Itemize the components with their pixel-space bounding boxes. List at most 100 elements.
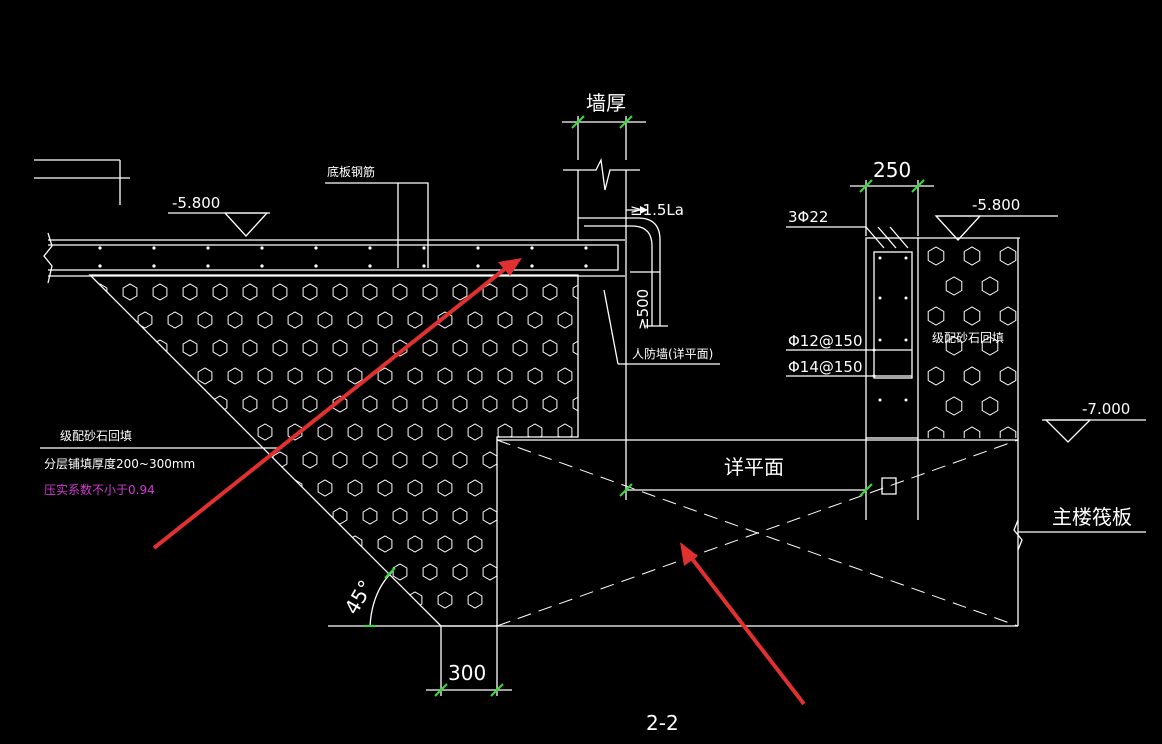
gravel-hex xyxy=(512,395,528,413)
gravel-hex xyxy=(377,479,393,497)
slab-rebar-dot xyxy=(260,264,264,268)
gravel-hex xyxy=(332,395,348,413)
slab-rebar-dot xyxy=(260,246,264,250)
gravel-hex xyxy=(257,423,273,441)
gravel-hex xyxy=(407,479,423,497)
gravel-hex xyxy=(542,563,558,581)
gravel-hex xyxy=(272,395,288,413)
gravel-hex xyxy=(452,339,468,357)
gravel-hex xyxy=(197,311,213,329)
elevation-marker-right-low xyxy=(1042,419,1146,443)
gravel-hex xyxy=(572,395,578,413)
gravel-hex xyxy=(242,395,258,413)
gravel-hex xyxy=(999,366,1017,386)
gravel-hex xyxy=(963,306,981,326)
gravel-hex xyxy=(332,283,348,301)
gravel-hex xyxy=(392,507,408,525)
gravel-hex xyxy=(512,339,528,357)
gravel-hex xyxy=(302,339,318,357)
gravel-hex xyxy=(167,591,183,609)
gravel-hex xyxy=(512,451,528,469)
gravel-hex xyxy=(467,423,483,441)
slab-rebar-dot xyxy=(98,246,102,250)
gravel-hex xyxy=(422,283,438,301)
gravel-hex xyxy=(347,479,363,497)
elevation-marker-left xyxy=(168,212,270,237)
gravel-hex xyxy=(92,283,108,301)
gravel-hex xyxy=(302,395,318,413)
gravel-hex xyxy=(377,423,393,441)
civil-defense-wall-leader xyxy=(603,289,720,365)
slab-rebar-dot xyxy=(368,246,372,250)
gravel-hex xyxy=(572,283,578,301)
gravel-hex xyxy=(287,311,303,329)
gravel-hex xyxy=(467,367,483,385)
gravel-hex xyxy=(122,507,138,525)
gravel-hex xyxy=(482,563,498,581)
gravel-hex xyxy=(257,479,273,497)
gravel-hex xyxy=(392,563,408,581)
elevation-left-label: -5.800 xyxy=(172,194,220,212)
gravel-hex xyxy=(227,535,243,553)
gravel-hex xyxy=(557,479,573,497)
gravel-hex xyxy=(452,283,468,301)
annotation-arrow-lower xyxy=(680,542,806,706)
gravel-hex xyxy=(332,507,348,525)
gravel-hex xyxy=(182,339,198,357)
gravel-hex xyxy=(377,311,393,329)
gravel-hex xyxy=(572,563,578,581)
gravel-hex xyxy=(152,395,168,413)
gravel-hex xyxy=(999,426,1017,438)
section-title: 2-2 xyxy=(646,711,679,735)
gravel-hex xyxy=(257,535,273,553)
gravel-hex xyxy=(963,366,981,386)
gravel-hex xyxy=(122,395,138,413)
gravel-hex xyxy=(227,311,243,329)
gravel-hex xyxy=(272,563,288,581)
gravel-hex xyxy=(317,311,333,329)
gravel-hex xyxy=(422,451,438,469)
gravel-hex xyxy=(257,367,273,385)
dim-300-label: 300 xyxy=(448,661,486,685)
slab-rebar-dot xyxy=(206,264,210,268)
slab-rebar-dot xyxy=(314,246,318,250)
slab-rebar-dots xyxy=(98,246,588,268)
layer-note-label: 分层铺填厚度200~300mm xyxy=(44,456,195,471)
gravel-hex xyxy=(927,306,945,326)
gravel-hex xyxy=(452,507,468,525)
gravel-hex xyxy=(347,311,363,329)
wall-thickness-label: 墙厚 xyxy=(586,91,626,115)
gravel-hex xyxy=(512,283,528,301)
see-plan-dimension xyxy=(619,440,873,500)
civil-defense-wall-label: 人防墙(详平面) xyxy=(632,346,713,361)
gravel-hex xyxy=(122,339,138,357)
gravel-hex xyxy=(242,283,258,301)
break-line-symbol xyxy=(34,159,130,205)
gravel-hex xyxy=(452,451,468,469)
gravel-hex xyxy=(452,563,468,581)
gravel-hex xyxy=(527,535,543,553)
rebar-3phi22-leader xyxy=(786,226,909,249)
main-raft-outline xyxy=(328,439,1146,627)
gravel-hex xyxy=(287,479,303,497)
dim-500-label: ≥500 xyxy=(634,289,652,330)
gravel-hex xyxy=(317,423,333,441)
slab-rebar-dot xyxy=(476,246,480,250)
annotation-arrow-upper xyxy=(152,258,522,550)
bottom-rebar-label: 底板钢筋 xyxy=(327,164,375,179)
dim-300 xyxy=(426,626,512,697)
gravel-hex xyxy=(572,339,578,357)
gravel-hex xyxy=(167,479,183,497)
gravel-hex xyxy=(981,276,999,296)
gravel-hex xyxy=(482,507,498,525)
gravel-hex xyxy=(407,311,423,329)
gravel-hex xyxy=(467,311,483,329)
gravel-hex xyxy=(242,563,258,581)
gravel-hex xyxy=(152,563,168,581)
elevation-marker-right-top xyxy=(934,215,1058,241)
gravel-hex xyxy=(422,507,438,525)
rebar-phi14-leader xyxy=(786,374,912,378)
gravel-hex xyxy=(542,507,558,525)
gravel-hex xyxy=(437,367,453,385)
gravel-hex xyxy=(92,339,108,357)
